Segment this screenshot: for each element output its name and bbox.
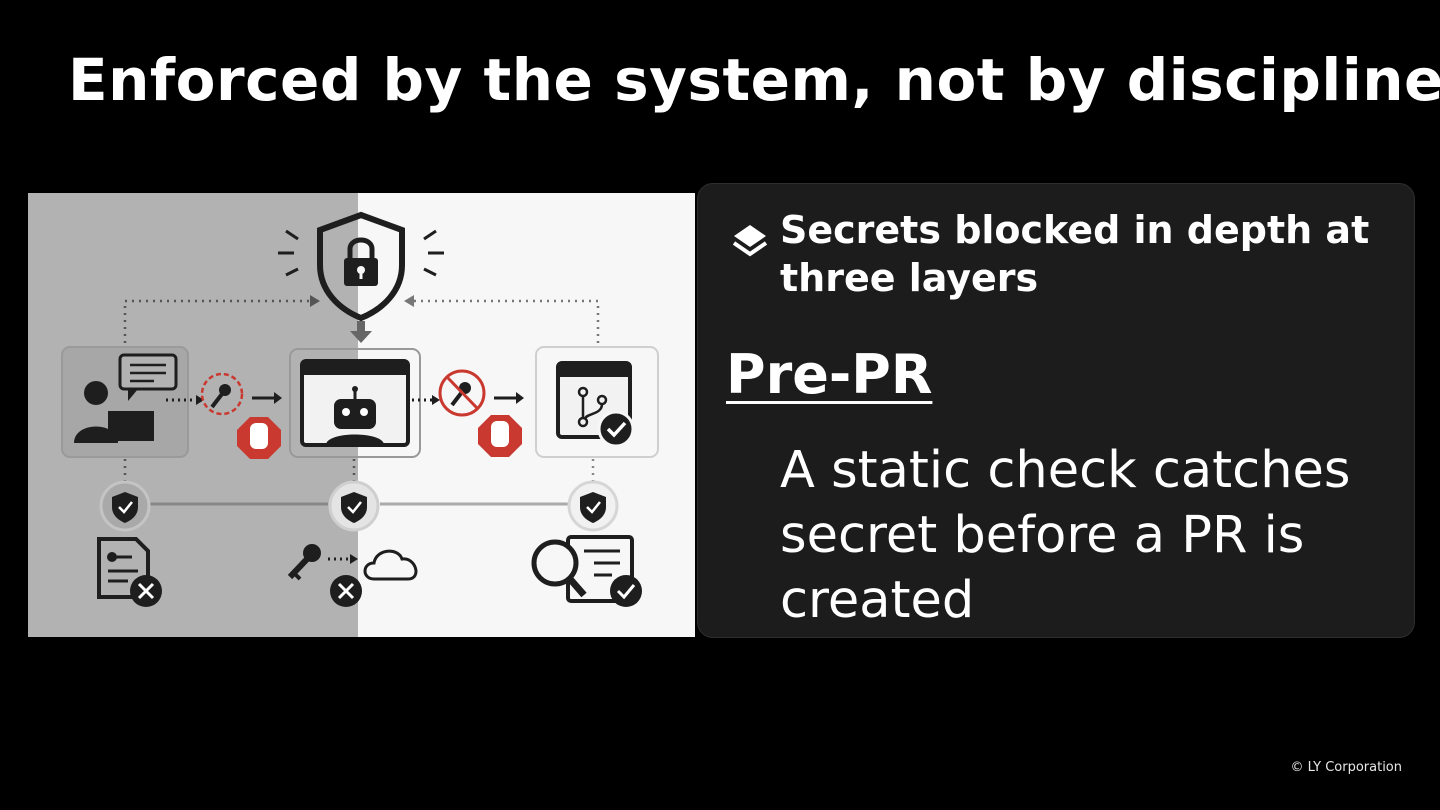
section-title: Pre-PR [726,343,933,406]
security-layers-illustration [28,193,695,637]
shield-check-icon [328,480,380,532]
layers-icon [732,225,768,257]
robot-window-icon [289,348,421,458]
key-to-cloud-blocked-icon [287,544,418,607]
git-window-check-icon [535,346,659,458]
copyright-footer: © LY Corporation [1290,760,1402,775]
document-key-blocked-icon [97,537,162,607]
shield-check-icon [99,480,151,532]
shield-lock-icon [278,211,444,322]
stop-hand-icon [478,415,522,457]
content-panel: Secrets blocked in depth at three layers… [697,183,1415,638]
search-document-check-icon [531,535,642,607]
key-icon [200,372,244,416]
shield-check-icon [567,480,619,532]
developer-chat-icon [61,346,189,458]
panel-heading: Secrets blocked in depth at three layers [780,208,1370,300]
no-key-icon [438,369,486,417]
section-description: A static check catches secret before a P… [780,441,1351,630]
stop-hand-icon [237,417,281,459]
slide-title: Enforced by the system, not by disciplin… [68,46,1440,114]
